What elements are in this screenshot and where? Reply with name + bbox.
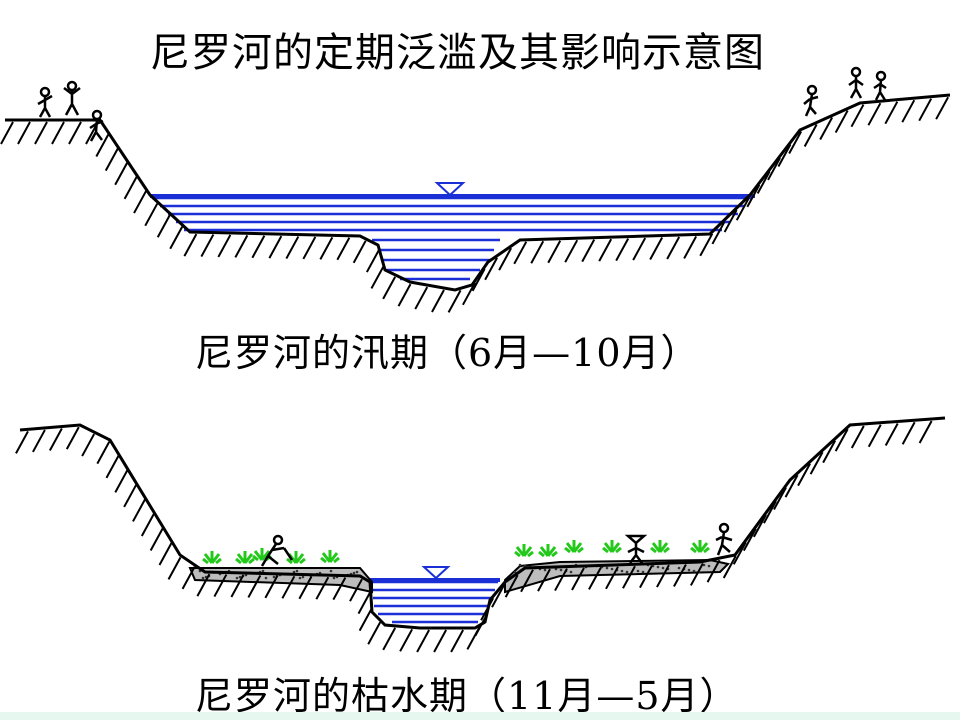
- dry-section: [15, 416, 946, 653]
- plant-icon: [650, 540, 670, 554]
- plant-icon: [320, 550, 340, 564]
- person-icon: [624, 534, 648, 564]
- plant-icon: [538, 544, 558, 558]
- flood-water: [150, 194, 755, 281]
- person-icon: [89, 109, 104, 142]
- bottom-strip: [0, 712, 960, 720]
- dry-season-caption: 尼罗河的枯水期（11月—5月）: [195, 674, 739, 718]
- plant-icon: [202, 551, 222, 565]
- dry-water: [365, 578, 500, 624]
- plant-icon: [602, 540, 622, 554]
- person-icon: [848, 66, 864, 99]
- flood-section: [0, 66, 951, 313]
- flood-hatching: [0, 96, 950, 313]
- dry-riverbed: [19, 416, 946, 630]
- flood-season-caption: 尼罗河的汛期（6月—10月）: [195, 331, 700, 375]
- person-icon: [260, 534, 294, 567]
- dry-hatching: [15, 420, 933, 653]
- person-icon: [873, 70, 887, 101]
- vegetation: [202, 540, 710, 565]
- plant-icon: [690, 540, 710, 554]
- person-icon: [803, 84, 819, 117]
- plant-icon: [564, 540, 584, 554]
- water-level-icon: [434, 182, 466, 197]
- person-icon: [715, 522, 733, 556]
- diagram-title: 尼罗河的定期泛滥及其影响示意图: [150, 30, 765, 76]
- plant-icon: [252, 548, 272, 562]
- flood-riverbed: [5, 93, 951, 292]
- person-icon: [63, 80, 81, 116]
- plant-icon: [514, 544, 534, 558]
- person-icon: [37, 86, 53, 118]
- plant-icon: [235, 551, 255, 565]
- water-level-icon: [421, 566, 451, 580]
